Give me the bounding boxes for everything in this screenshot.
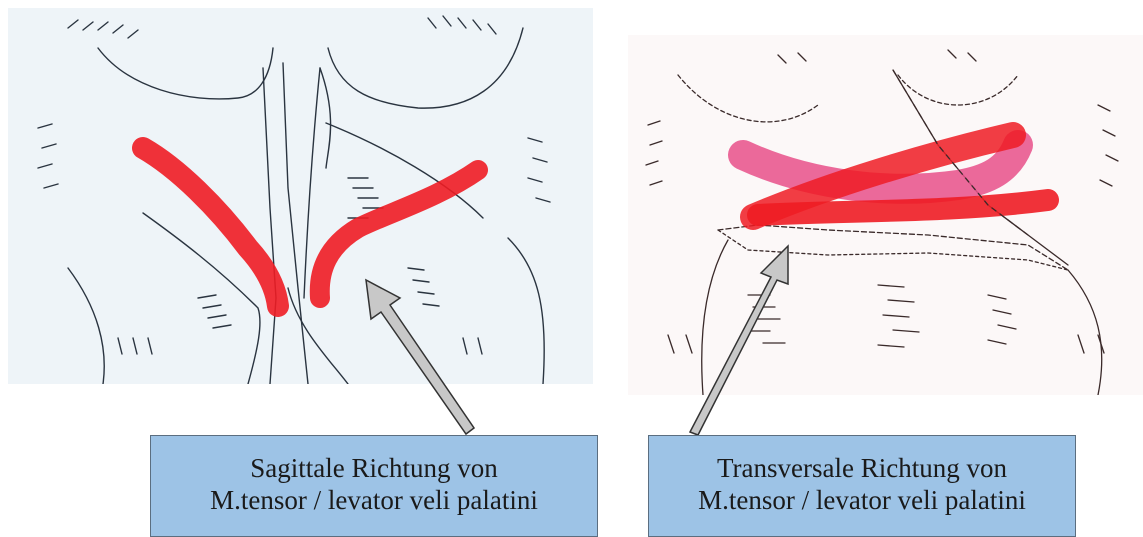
caption-transversal-line2: M.tensor / levator veli palatini xyxy=(649,484,1075,516)
caption-sagittal-line1: Sagittale Richtung von xyxy=(151,452,597,484)
caption-transversal-line1: Transversale Richtung von xyxy=(649,452,1075,484)
palate-sketch-sagittal xyxy=(8,8,593,384)
caption-transversal: Transversale Richtung von M.tensor / lev… xyxy=(648,435,1076,537)
illustration-transversal xyxy=(628,35,1143,395)
palate-sketch-transversal xyxy=(628,35,1143,395)
caption-sagittal-line2: M.tensor / levator veli palatini xyxy=(151,484,597,516)
caption-sagittal: Sagittale Richtung von M.tensor / levato… xyxy=(150,435,598,537)
illustration-sagittal xyxy=(8,8,593,384)
